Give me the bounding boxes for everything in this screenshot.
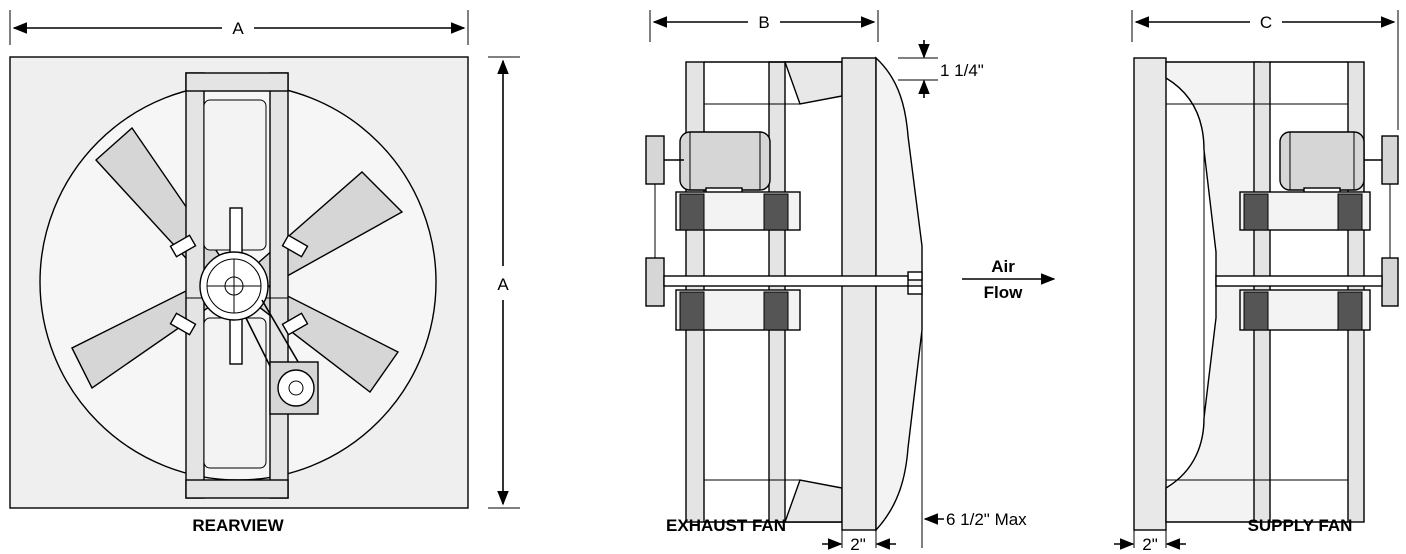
exhaust-bottom-offset-label: 2"	[850, 535, 866, 554]
exhaust-depth-dimension: B	[649, 10, 879, 42]
supply-fan-caption: SUPPLY FAN	[1248, 516, 1353, 535]
exhaust-top-offset-label: 1 1/4"	[940, 61, 984, 80]
rear-motor	[269, 361, 319, 415]
exhaust-bearings	[675, 191, 801, 331]
exhaust-motor	[664, 131, 771, 199]
supply-shaft	[1215, 275, 1383, 287]
exhaust-bottom-offset-dimension: 2"	[822, 512, 896, 554]
airflow-line1: Air	[991, 257, 1015, 276]
supply-bearings	[1239, 191, 1371, 331]
rear-width-label: A	[232, 19, 244, 38]
exhaust-top-offset-dimension: 1 1/4"	[898, 40, 984, 98]
rear-height-dimension: A	[488, 56, 520, 509]
exhaust-depth-label: B	[758, 13, 769, 32]
exhaust-fan-caption: EXHAUST FAN	[666, 516, 786, 535]
supply-bottom-offset-dimension: 2"	[1114, 512, 1186, 554]
exhaust-fan-view: B 1 1/4"	[645, 10, 1027, 554]
airflow-line2: Flow	[984, 283, 1023, 302]
rear-view: A A	[9, 10, 520, 535]
supply-motor	[1279, 131, 1384, 199]
rear-width-dimension: A	[9, 10, 469, 45]
supply-depth-dimension: C	[1131, 10, 1399, 130]
exhaust-max-dimension: 6 1/2" Max	[921, 332, 1027, 548]
exhaust-max-label: 6 1/2" Max	[946, 510, 1027, 529]
supply-bottom-offset-label: 2"	[1142, 535, 1158, 554]
supply-depth-label: C	[1260, 13, 1272, 32]
supply-fan-view: C	[1114, 10, 1399, 554]
supply-panel	[1133, 57, 1167, 531]
exhaust-venturi	[875, 56, 923, 532]
exhaust-shaft	[663, 275, 909, 287]
rear-view-caption: REARVIEW	[192, 516, 284, 535]
drive-pulley	[199, 251, 269, 321]
supply-pulleys	[1381, 135, 1399, 307]
airflow-indicator: Air Flow	[962, 257, 1056, 302]
exhaust-panel	[841, 57, 877, 531]
exhaust-pulleys	[645, 135, 665, 307]
rear-height-label: A	[497, 275, 509, 294]
hub-brackets	[169, 207, 309, 365]
rear-frame	[185, 72, 289, 499]
